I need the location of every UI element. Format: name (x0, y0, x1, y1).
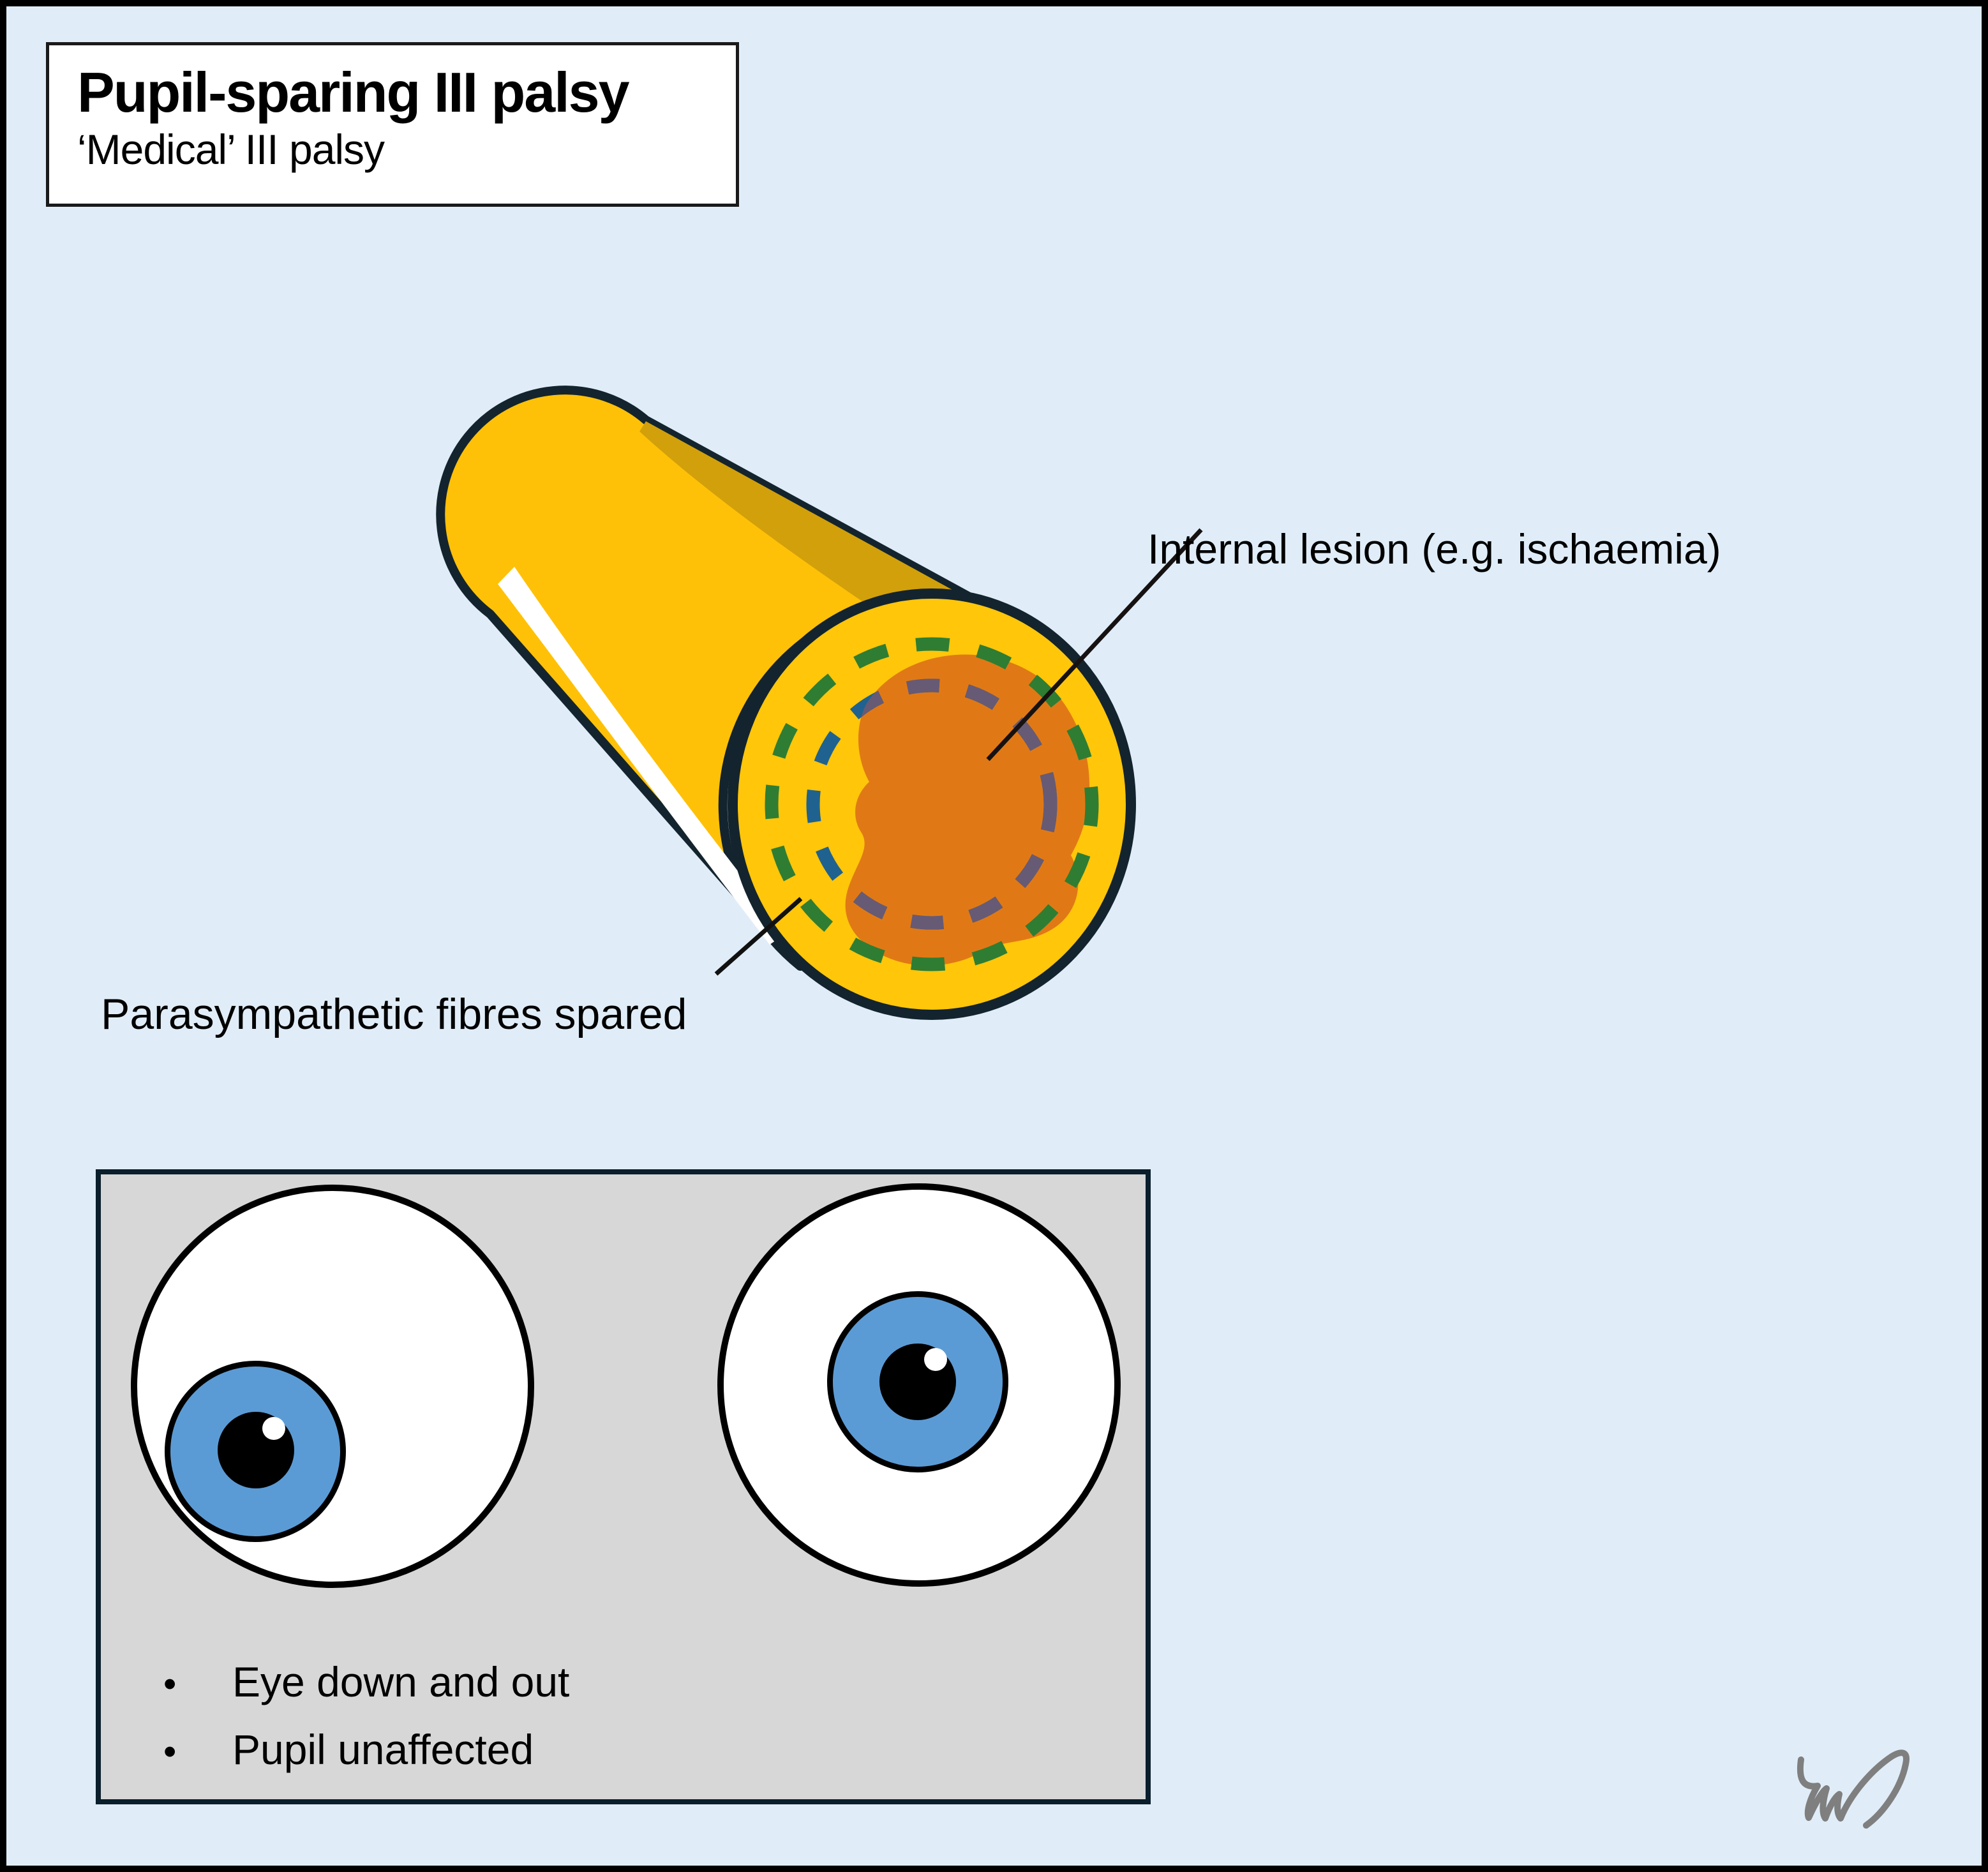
internal-lesion-leader-line (986, 528, 1203, 761)
page-subtitle: ‘Medical’ III palsy (77, 126, 385, 174)
inner-fibre-ring-over-lesion (845, 678, 1058, 930)
bullet-icon: • (163, 1663, 177, 1705)
finding-text: Eye down and out (232, 1658, 570, 1705)
nerve-highlight (498, 567, 786, 945)
bullet-icon: • (163, 1731, 177, 1772)
findings-panel: • Eye down and out • Pupil unaffected (96, 1169, 1151, 1804)
finding-text: Pupil unaffected (232, 1726, 534, 1773)
page-title: Pupil-sparing III palsy (77, 61, 630, 124)
finding-item: • Pupil unaffected (154, 1717, 569, 1785)
title-box: Pupil-sparing III palsy ‘Medical’ III pa… (46, 42, 739, 207)
signature-scribble (1797, 1749, 1910, 1829)
internal-lesion-label: Internal lesion (e.g. ischaemia) (1147, 525, 1721, 573)
left-eye-highlight (262, 1417, 285, 1440)
parasympathetic-leader-line (714, 897, 803, 976)
right-eye-highlight (924, 1348, 947, 1371)
findings-bullet-list: • Eye down and out • Pupil unaffected (154, 1649, 569, 1785)
nerve-diagram-svg (436, 386, 1910, 1829)
parasympathetic-ring (765, 637, 1099, 971)
parasympathetic-label: Parasympathetic fibres spared (101, 990, 687, 1038)
finding-item: • Eye down and out (154, 1649, 569, 1717)
